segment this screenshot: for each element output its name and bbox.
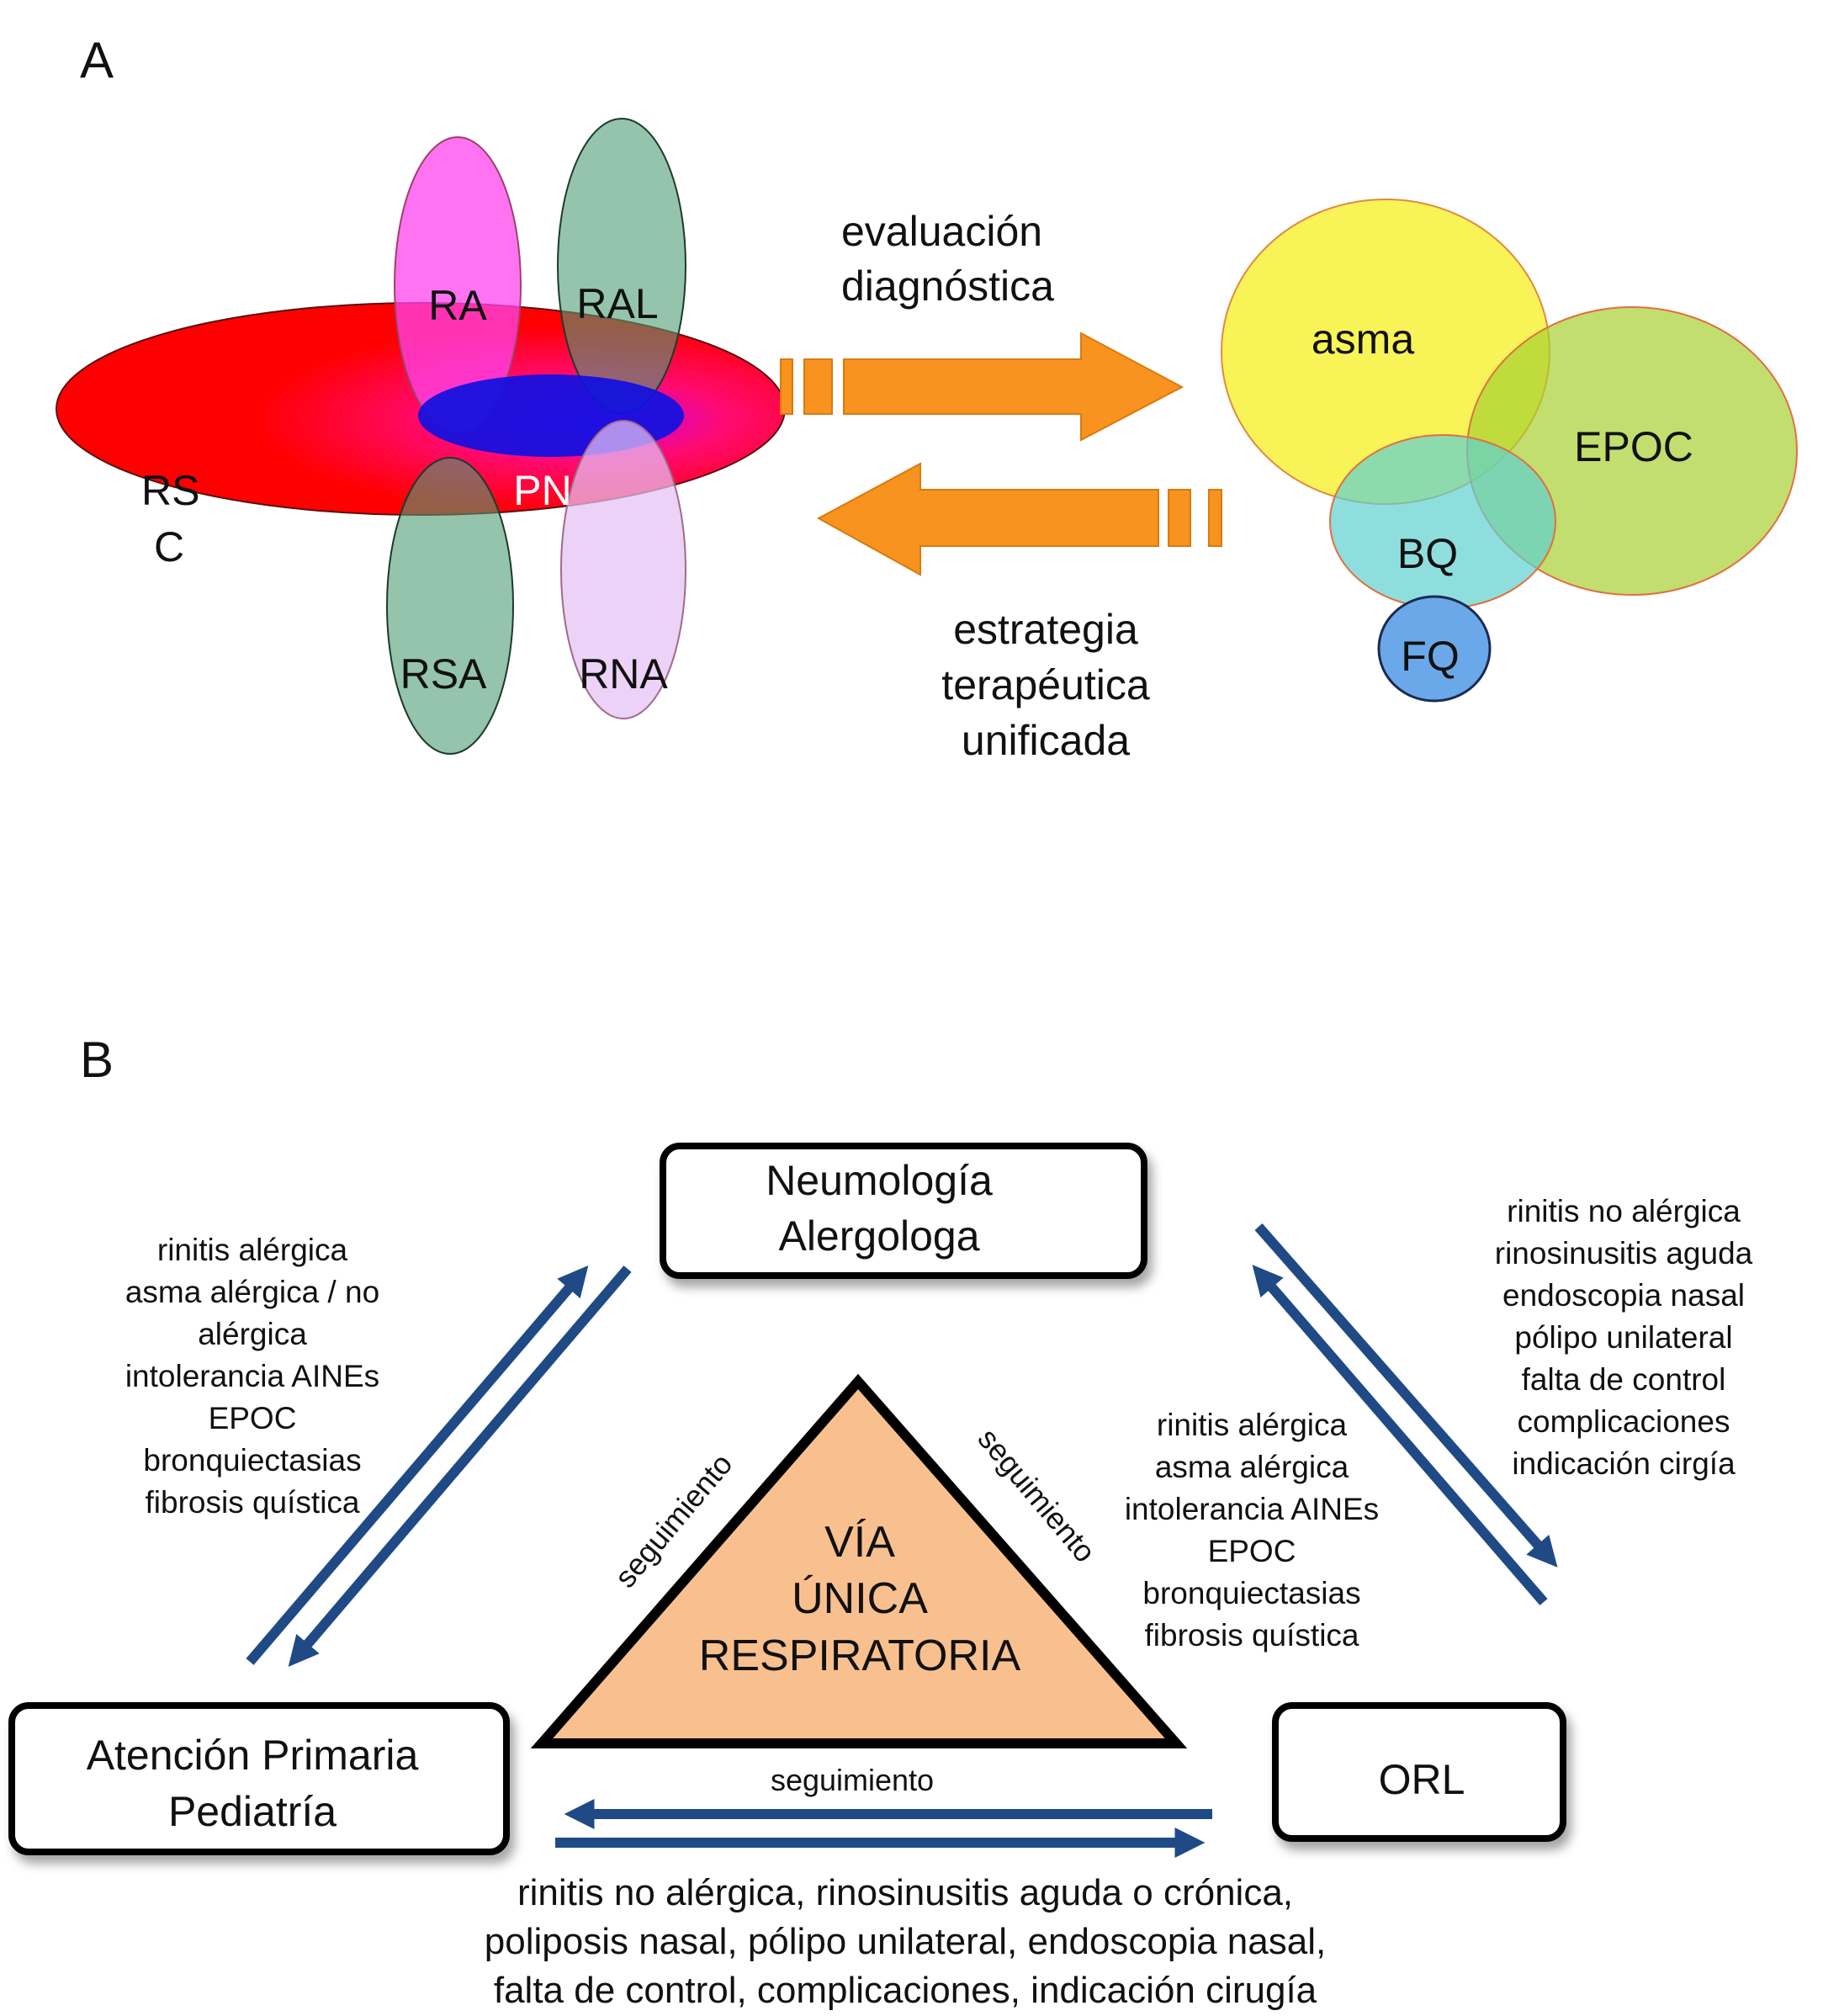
list-item: rinitis no alérgica, rinosinusitis aguda… xyxy=(517,1872,1293,1913)
list-item: intolerancia AINEs xyxy=(125,1359,379,1393)
bottom-referral-list: rinitis no alérgica, rinosinusitis aguda… xyxy=(485,1872,1326,2011)
arrow-down-right xyxy=(1254,1223,1558,1568)
strategy-label-line2: terapéutica xyxy=(941,661,1150,708)
rsc-label-line1: RS xyxy=(141,467,199,514)
list-item: poliposis nasal, pólipo unilateral, endo… xyxy=(485,1921,1326,1962)
list-item: complicaciones xyxy=(1518,1404,1730,1439)
atencion-primaria-box: Atención Primaria Pediatría xyxy=(8,1702,510,1855)
list-item: rinosinusitis aguda xyxy=(1495,1236,1753,1271)
list-item: endoscopia nasal xyxy=(1502,1278,1745,1313)
via-unica-triangle xyxy=(530,1373,1188,1748)
arrow-left-therapeutic xyxy=(816,462,1222,576)
list-item: falta de control, complicaciones, indica… xyxy=(494,1970,1317,2011)
rna-ellipse xyxy=(560,420,686,719)
eval-label-line2: diagnóstica xyxy=(841,263,1054,310)
neumologia-line1: Neumología xyxy=(766,1157,993,1204)
arrow-down-left xyxy=(288,1265,632,1667)
list-item: intolerancia AINEs xyxy=(1125,1492,1379,1526)
rsa-ellipse xyxy=(386,457,514,755)
list-item: asma alérgica xyxy=(1155,1450,1349,1484)
arrow-up-left xyxy=(246,1265,589,1665)
orl-box: ORL xyxy=(1272,1702,1566,1842)
arrow-right-diagnostic xyxy=(780,332,1184,442)
arrows-orl-to-neumologia xyxy=(1252,1223,1558,1605)
arrows-primary-orl xyxy=(555,1799,1212,1858)
list-item: EPOC xyxy=(209,1401,297,1435)
atencion-line1: Atención Primaria xyxy=(87,1732,419,1779)
strategy-label-line1: estrategia xyxy=(953,606,1138,653)
panel-a-label: A xyxy=(80,32,114,88)
arrow-up-right xyxy=(1252,1265,1548,1605)
follow-label-bottom: seguimiento xyxy=(771,1763,934,1797)
orl-label: ORL xyxy=(1379,1756,1465,1803)
strategy-label-line3: unificada xyxy=(962,717,1130,764)
fq-label: FQ xyxy=(1401,633,1459,680)
ral-label: RAL xyxy=(576,280,658,327)
left-referral-list: rinitis alérgica asma alérgica / no alér… xyxy=(125,1233,379,1520)
bq-circle xyxy=(1329,434,1556,609)
arrows-primary-to-neumologia xyxy=(246,1265,632,1667)
pn-label: PN xyxy=(513,467,571,514)
bq-label: BQ xyxy=(1397,530,1458,577)
list-item: EPOC xyxy=(1208,1534,1296,1568)
list-item: indicación cirgía xyxy=(1512,1446,1736,1481)
list-item: rinitis alérgica xyxy=(157,1233,348,1267)
list-item: rinitis no alérgica xyxy=(1507,1194,1741,1228)
triangle-line2: ÚNICA xyxy=(792,1574,928,1623)
right-referral-list: rinitis no alérgica rinosinusitis aguda … xyxy=(1495,1194,1753,1481)
eval-label-line1: evaluación xyxy=(841,208,1042,255)
rsc-label-line2: C xyxy=(154,523,184,570)
list-item: asma alérgica / no xyxy=(125,1275,379,1309)
rsa-label: RSA xyxy=(400,650,487,698)
neumologia-box: Neumología Alergologa xyxy=(660,1143,1147,1279)
asma-label: asma xyxy=(1312,316,1414,363)
panel-b-label: B xyxy=(80,1032,114,1088)
list-item: pólipo unilateral xyxy=(1514,1320,1732,1355)
list-item: falta de control xyxy=(1522,1362,1726,1397)
rna-label: RNA xyxy=(579,650,668,698)
list-item: fibrosis quística xyxy=(1145,1618,1359,1653)
ra-label: RA xyxy=(428,282,487,329)
fq-circle xyxy=(1377,595,1492,703)
atencion-line2: Pediatría xyxy=(168,1788,337,1835)
center-right-referral-list: rinitis alérgica asma alérgica intoleran… xyxy=(1125,1408,1379,1653)
list-item: rinitis alérgica xyxy=(1157,1408,1348,1442)
triangle-line1: VÍA xyxy=(824,1518,895,1567)
list-item: bronquiectasias xyxy=(143,1443,361,1478)
ral-ellipse xyxy=(557,118,686,414)
triangle-line3: RESPIRATORIA xyxy=(699,1631,1021,1680)
list-item: bronquiectasias xyxy=(1142,1576,1360,1610)
epoc-label: EPOC xyxy=(1574,423,1693,470)
list-item: alérgica xyxy=(198,1317,307,1351)
list-item: fibrosis quística xyxy=(146,1485,360,1520)
neumologia-line2: Alergologa xyxy=(778,1212,979,1260)
